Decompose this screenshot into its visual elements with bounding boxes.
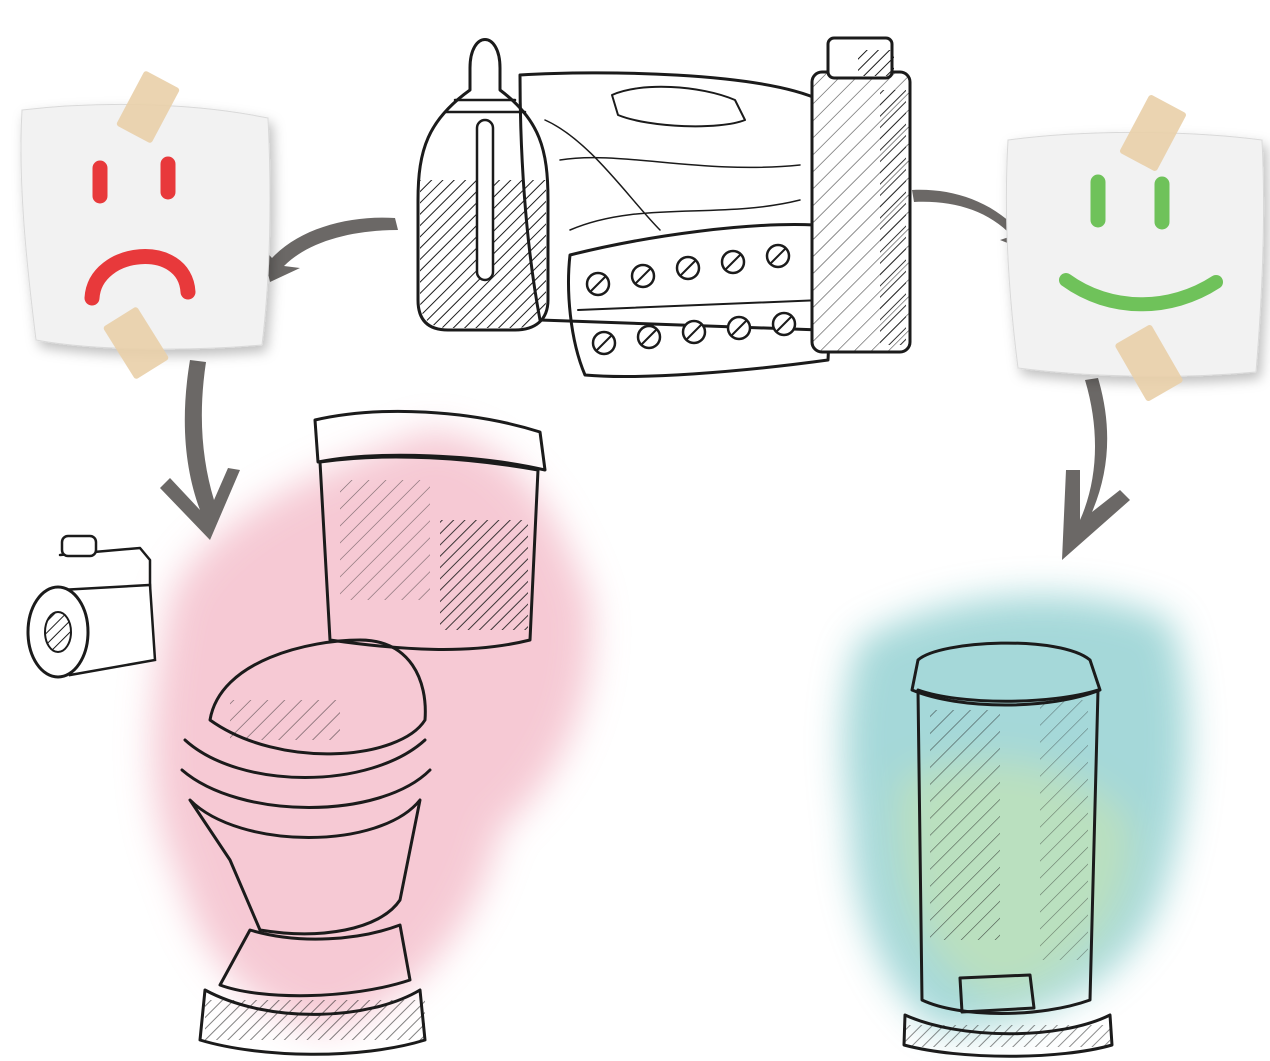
arrow-center-to-sad bbox=[262, 218, 398, 282]
medicines-cluster bbox=[418, 38, 910, 377]
arrow-happy-to-bin bbox=[1062, 378, 1130, 560]
happy-note bbox=[1006, 94, 1263, 402]
arrow-sad-to-toilet bbox=[160, 360, 240, 540]
dropper-bottle-icon bbox=[418, 40, 548, 331]
toilet-paper-icon bbox=[28, 536, 155, 677]
pill-blister-pack-icon bbox=[569, 225, 829, 377]
plastic-bag-icon bbox=[520, 73, 826, 330]
tablet-tube-icon bbox=[812, 38, 910, 352]
teal-watercolor-splash bbox=[843, 595, 1188, 1030]
sad-note bbox=[21, 70, 270, 380]
